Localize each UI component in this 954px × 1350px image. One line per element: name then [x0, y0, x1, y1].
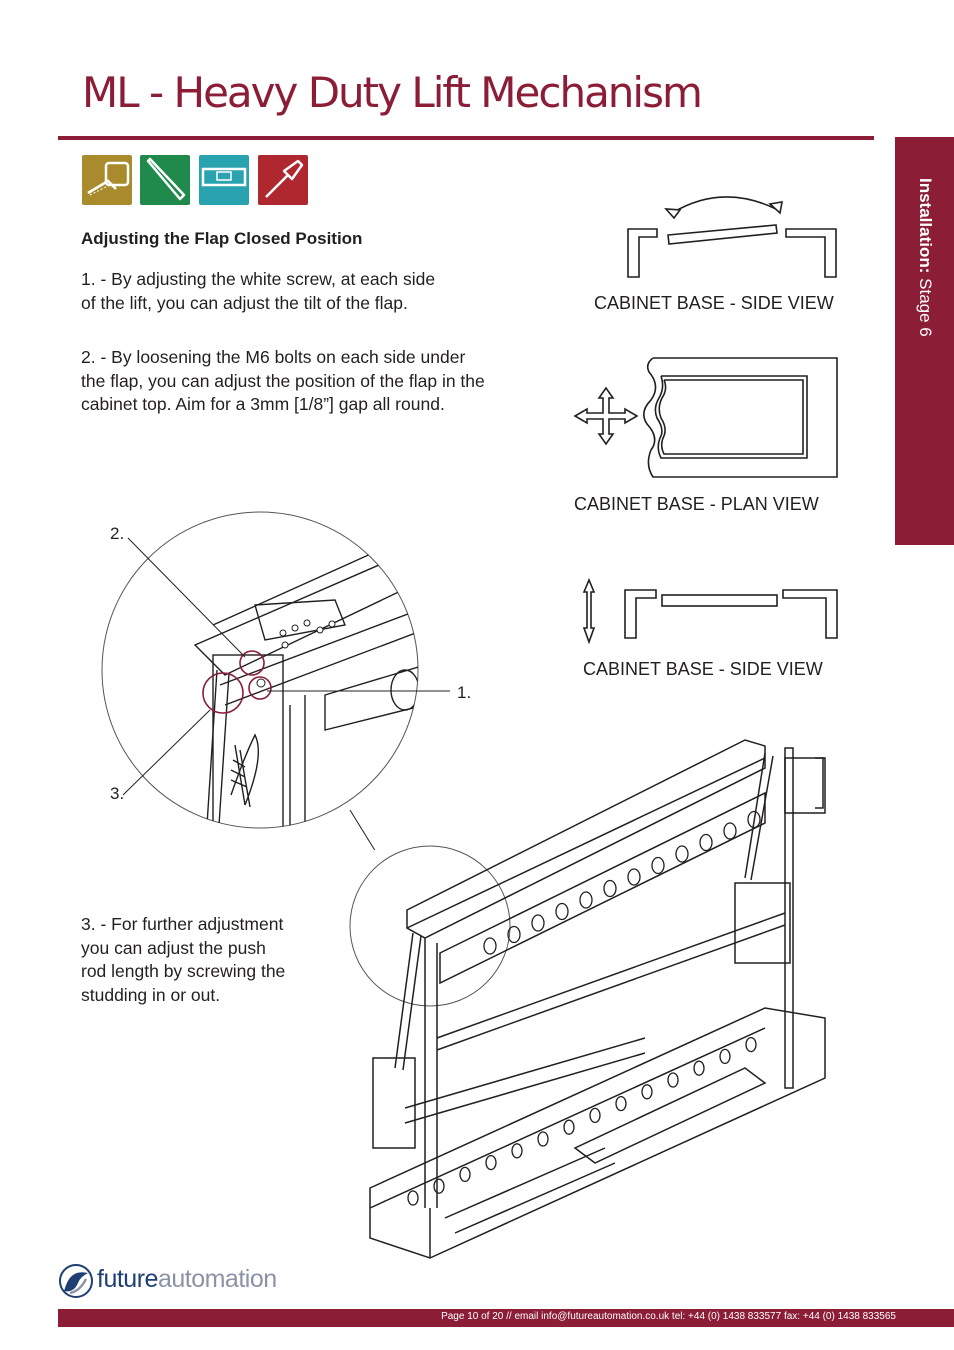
detail-view-diagram — [101, 511, 450, 850]
rail-hole — [579, 891, 593, 909]
rail-hole — [483, 937, 497, 955]
step-2-line: 2. - By loosening the M6 bolts on each s… — [81, 347, 466, 367]
step-2-text: 2. - By loosening the M6 bolts on each s… — [81, 346, 485, 417]
title-divider — [58, 136, 874, 140]
base-hole — [667, 1072, 679, 1088]
callout-3: 3. — [110, 784, 125, 803]
cabinet-side-view-diagram — [627, 196, 837, 278]
lift-mechanism-diagram — [349, 739, 826, 1259]
rail-hole — [555, 902, 569, 921]
rail-hole — [651, 856, 665, 875]
tape-measure-icon — [82, 155, 132, 205]
section-tab-label: Installation: Stage 6 — [915, 178, 935, 337]
base-hole — [433, 1178, 445, 1194]
step-3-text: 3. - For further adjustment you can adju… — [81, 913, 285, 1007]
base-hole — [407, 1190, 419, 1206]
cabinet-plan-view-diagram — [573, 357, 838, 478]
base-hole — [641, 1084, 653, 1100]
logo-text-automation: automation — [157, 1265, 277, 1293]
logo-text-future: future — [97, 1265, 158, 1293]
rail-hole — [507, 925, 521, 944]
rail-hole — [675, 845, 689, 863]
step-3-line: studding in or out. — [81, 984, 221, 1005]
allen-key-icon — [140, 155, 190, 205]
future-automation-logo-icon — [59, 1264, 93, 1298]
step-3-line: you can adjust the push — [81, 937, 266, 958]
future-automation-logo: futureautomation — [97, 1265, 277, 1294]
screwdriver-icon — [258, 155, 308, 205]
cabinet-side-view-diagram-2 — [582, 577, 838, 645]
step-2-line: the flap, you can adjust the position of… — [81, 370, 485, 391]
base-hole — [459, 1166, 471, 1183]
step-1-line: 1. - By adjusting the white screw, at ea… — [81, 269, 436, 289]
base-hole — [511, 1143, 523, 1159]
step-3-line: rod length by screwing the — [81, 961, 286, 981]
page-title: ML - Heavy Duty Lift Mechanism — [82, 68, 703, 117]
plan-view-label: CABINET BASE - PLAN VIEW — [574, 494, 819, 514]
side-view-label-1: CABINET BASE - SIDE VIEW — [594, 293, 834, 313]
footer-bar: Page 10 of 20 // email info@futureautoma… — [58, 1309, 954, 1327]
rail-hole — [627, 868, 641, 886]
section-tab-label-stage: Stage 6 — [916, 273, 935, 337]
section-heading: Adjusting the Flap Closed Position — [81, 229, 363, 248]
step-1-text: 1. - By adjusting the white screw, at ea… — [81, 268, 435, 315]
base-hole — [745, 1036, 757, 1053]
base-hole — [719, 1048, 731, 1065]
base-hole — [537, 1131, 549, 1147]
side-view-label-2: CABINET BASE - SIDE VIEW — [583, 659, 823, 679]
base-hole — [485, 1154, 497, 1171]
rail-hole — [723, 822, 737, 840]
step-2-line: cabinet top. Aim for a 3mm [1/8”] gap al… — [81, 394, 445, 414]
footer-text: Page 10 of 20 // email info@futureautoma… — [441, 1311, 896, 1322]
base-hole — [589, 1107, 601, 1124]
callout-2: 2. — [110, 524, 125, 543]
spirit-level-icon — [199, 155, 249, 205]
step-3-line: 3. - For further adjustment — [81, 914, 284, 934]
base-hole — [563, 1119, 575, 1135]
section-tab-label-bold: Installation: — [916, 178, 935, 274]
step-1-line: of the lift, you can adjust the tilt of … — [81, 292, 408, 313]
rail-hole — [531, 914, 545, 932]
rail-hole — [747, 810, 761, 829]
rail-hole — [699, 833, 713, 852]
base-hole — [615, 1095, 627, 1112]
section-tab — [895, 137, 954, 545]
base-hole — [693, 1060, 705, 1076]
callout-1: 1. — [457, 683, 472, 702]
rail-hole — [603, 879, 617, 898]
